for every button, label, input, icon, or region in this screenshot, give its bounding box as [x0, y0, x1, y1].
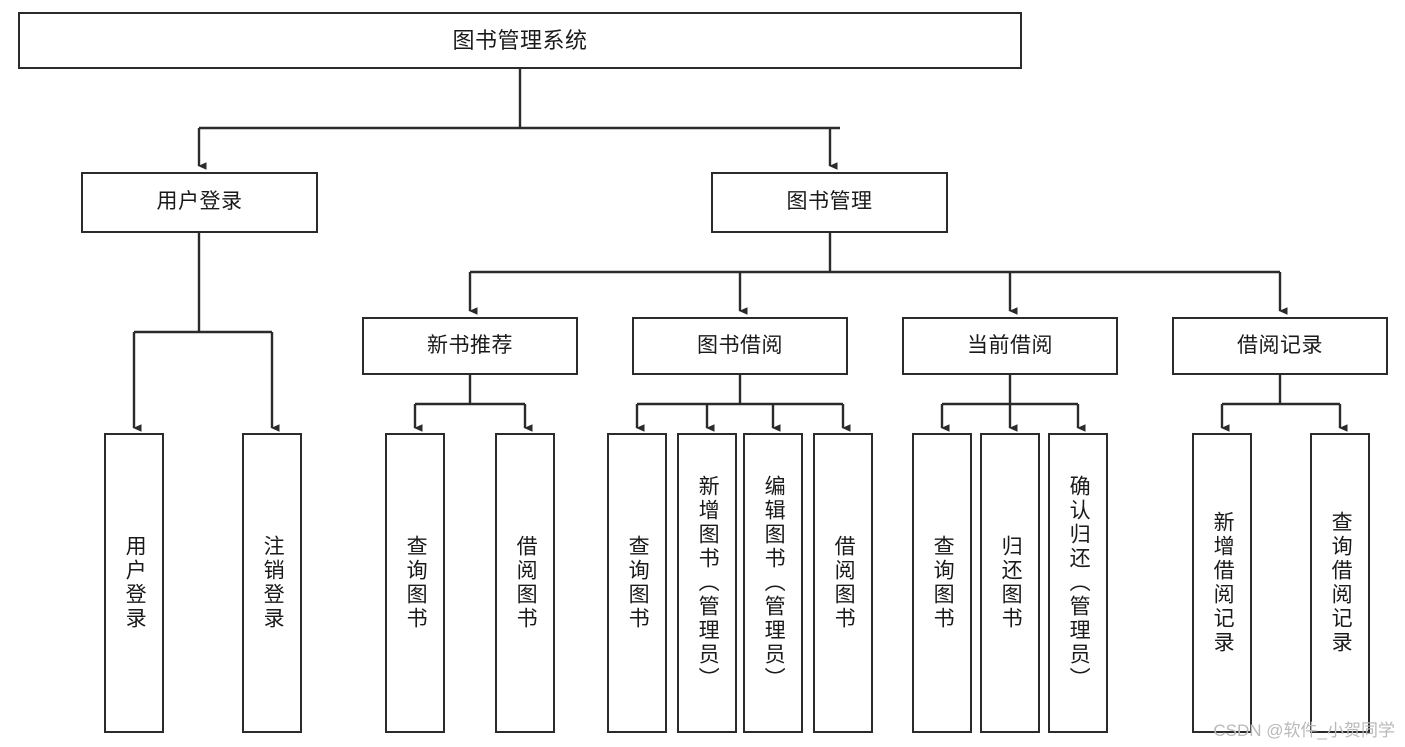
node-leaf-logout[interactable]: 注销登录 — [242, 433, 302, 733]
node-label: 图书管理 — [786, 190, 873, 214]
node-label: 编辑图书（管理员） — [762, 475, 786, 691]
node-leaf-edit-book-admin[interactable]: 编辑图书（管理员） — [743, 433, 803, 733]
node-label: 查询图书 — [404, 535, 428, 631]
node-book-management[interactable]: 图书管理 — [711, 172, 948, 233]
node-label: 查询借阅记录 — [1329, 511, 1353, 655]
node-leaf-query-book-borrow[interactable]: 查询图书 — [607, 433, 667, 733]
node-leaf-query-book-recommend[interactable]: 查询图书 — [385, 433, 445, 733]
node-current-borrow[interactable]: 当前借阅 — [902, 317, 1118, 375]
node-leaf-add-borrow-record[interactable]: 新增借阅记录 — [1192, 433, 1252, 733]
node-label: 新增图书（管理员） — [696, 475, 720, 691]
node-leaf-borrow-book-recommend[interactable]: 借阅图书 — [495, 433, 555, 733]
node-label: 图书借阅 — [697, 333, 783, 357]
node-label: 归还图书 — [999, 535, 1023, 631]
node-root-book-management-system[interactable]: 图书管理系统 — [18, 12, 1022, 69]
node-label: 用户登录 — [156, 190, 243, 214]
csdn-watermark: CSDN @软件_小贺同学 — [1213, 721, 1395, 740]
node-label: 用户登录 — [123, 535, 147, 631]
node-label: 新增借阅记录 — [1211, 511, 1235, 655]
node-label: 新书推荐 — [427, 333, 513, 357]
node-book-borrow[interactable]: 图书借阅 — [632, 317, 848, 375]
node-leaf-add-book-admin[interactable]: 新增图书（管理员） — [677, 433, 737, 733]
node-label: 查询图书 — [626, 535, 650, 631]
node-leaf-user-login[interactable]: 用户登录 — [104, 433, 164, 733]
node-leaf-borrow-book[interactable]: 借阅图书 — [813, 433, 873, 733]
node-label: 当前借阅 — [967, 333, 1053, 357]
node-label: 确认归还（管理员） — [1067, 475, 1091, 691]
node-label: 查询图书 — [931, 535, 955, 631]
node-borrow-record[interactable]: 借阅记录 — [1172, 317, 1388, 375]
node-label: 借阅图书 — [514, 535, 538, 631]
node-user-login[interactable]: 用户登录 — [81, 172, 318, 233]
node-new-book-recommend[interactable]: 新书推荐 — [362, 317, 578, 375]
node-label: 图书管理系统 — [452, 27, 588, 53]
node-label: 借阅记录 — [1237, 333, 1323, 357]
node-leaf-query-borrow-record[interactable]: 查询借阅记录 — [1310, 433, 1370, 733]
node-leaf-confirm-return-admin[interactable]: 确认归还（管理员） — [1048, 433, 1108, 733]
node-leaf-return-book[interactable]: 归还图书 — [980, 433, 1040, 733]
node-label: 借阅图书 — [832, 535, 856, 631]
node-label: 注销登录 — [261, 535, 285, 631]
node-leaf-query-book-current[interactable]: 查询图书 — [912, 433, 972, 733]
